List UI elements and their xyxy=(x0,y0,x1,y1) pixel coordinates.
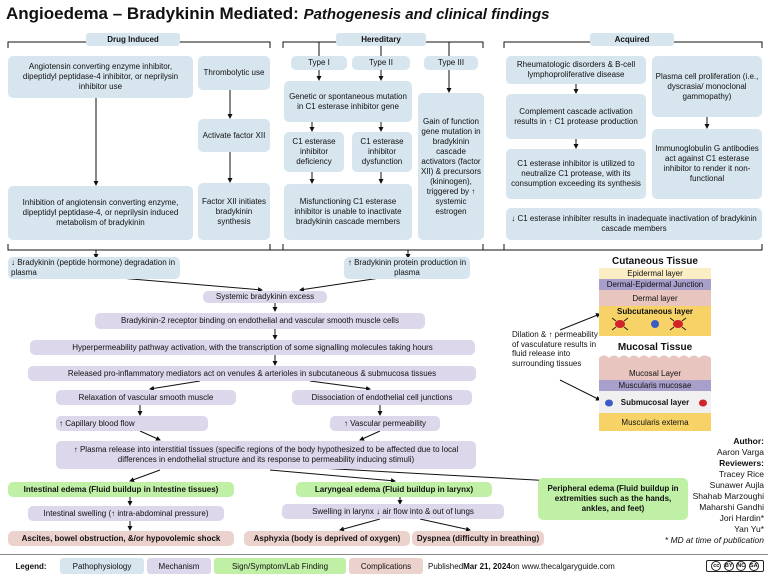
dissociation-box: Dissociation of endothelial cell junctio… xyxy=(292,390,472,405)
intestinal-swelling-box: Intestinal swelling (↑ intra-abdominal p… xyxy=(28,506,224,521)
submucosal-vessels-icon xyxy=(605,399,707,407)
asphyxia-box: Asphyxia (body is deprived of oxygen) xyxy=(244,531,410,546)
dilation-label: Dilation & ↑ permeability of vasculature… xyxy=(512,330,598,368)
legend-sign-symptom: Sign/Symptom/Lab Finding xyxy=(214,558,346,574)
systemic-bradykinin-box: Systemic bradykinin excess xyxy=(203,291,327,303)
type-i-box: Type I xyxy=(291,56,347,70)
plasma-release-box: ↑ Plasma release into interstitial tissu… xyxy=(56,441,476,469)
igg-antibodies-box: Immunoglobulin G antibodies act against … xyxy=(652,129,762,199)
reviewer: Jori Hardin* xyxy=(719,513,764,523)
vascular-permeability-box: ↑ Vascular permeability xyxy=(330,416,440,431)
cutaneous-tissue-title: Cutaneous Tissue xyxy=(612,256,698,267)
bradykinin-receptor-box: Bradykinin-2 receptor binding on endothe… xyxy=(95,313,425,329)
submucosal-layer: Submucosal layer xyxy=(599,391,711,413)
factor-xii-synthesis-box: Factor XII initiates bradykinin synthesi… xyxy=(198,183,270,240)
c1-utilized-box: C1 esterase inhibitor is utilized to neu… xyxy=(506,149,646,199)
muscularis-mucosae-layer: Muscularis mucosae xyxy=(599,380,711,391)
type-iii-box: Type III xyxy=(424,56,478,70)
epidermal-layer: Epidermal layer xyxy=(599,268,711,279)
subcutaneous-vessels-icon xyxy=(611,317,687,331)
rheumatologic-box: Rheumatologic disorders & B-cell lymphop… xyxy=(506,56,646,84)
reviewer: Maharshi Gandhi xyxy=(699,502,764,512)
legend-pathophysiology: Pathophysiology xyxy=(60,558,144,574)
relaxation-box: Relaxation of vascular smooth muscle xyxy=(56,390,236,405)
gain-of-function-box: Gain of function gene mutation in bradyk… xyxy=(418,93,484,240)
decrease-bradykinin-degradation-box: ↓ Bradykinin (peptide hormone) degradati… xyxy=(8,257,180,279)
ace-inhibitor-use-box: Angiotensin converting enzyme inhibitor,… xyxy=(8,56,193,98)
legend-label: Legend: xyxy=(15,561,47,571)
legend-complications: Complications xyxy=(349,558,423,574)
page-title: Angioedema – Bradykinin Mediated: Pathog… xyxy=(6,4,550,23)
muscularis-externa-layer: Muscularis externa xyxy=(599,413,711,431)
credits: Author: Aaron Varga Reviewers: Tracey Ri… xyxy=(640,436,764,546)
mucosal-villi-icon xyxy=(599,355,711,366)
increase-bradykinin-production-box: ↑ Bradykinin protein production in plasm… xyxy=(344,257,470,279)
mucosal-layer: Mucosal Layer xyxy=(599,366,711,380)
c1-deficiency-box: C1 esterase inhibitor deficiency xyxy=(284,132,344,172)
activate-factor-xii-box: Activate factor XII xyxy=(198,119,270,152)
dyspnea-box: Dyspnea (difficulty in breathing) xyxy=(412,531,544,546)
legend-mechanism: Mechanism xyxy=(147,558,211,574)
complement-cascade-box: Complement cascade activation results in… xyxy=(506,94,646,139)
legend-divider xyxy=(0,554,768,555)
inhibition-metabolism-box: Inhibition of angiotensin converting enz… xyxy=(8,186,193,240)
type-ii-box: Type II xyxy=(352,56,410,70)
dermal-epidermal-junction: Dermal-Epidermal Junction xyxy=(599,279,711,290)
intestinal-edema-box: Intestinal edema (Fluid buildup in Intes… xyxy=(8,482,234,497)
genetic-mutation-box: Genetic or spontaneous mutation in C1 es… xyxy=(284,81,412,122)
header-acquired: Acquired xyxy=(590,33,674,46)
plasma-cell-box: Plasma cell proliferation (i.e., dyscras… xyxy=(652,56,762,117)
laryngeal-edema-box: Laryngeal edema (Fluid buildup in larynx… xyxy=(296,482,492,497)
capillary-flow-box: ↑ Capillary blood flow xyxy=(56,416,208,431)
ascites-box: Ascites, bowel obstruction, &/or hypovol… xyxy=(8,531,234,546)
dermal-layer: Dermal layer xyxy=(599,290,711,306)
c1-inadequate-box: ↓ C1 esterase inhibiter results in inade… xyxy=(506,208,762,240)
header-hereditary: Hereditary xyxy=(336,33,426,46)
c1-dysfunction-box: C1 esterase inhibitor dysfunction xyxy=(352,132,412,172)
mucosal-tissue-title: Mucosal Tissue xyxy=(617,342,693,353)
pro-inflammatory-box: Released pro-inflammatory mediators act … xyxy=(28,366,476,381)
reviewer: Tracey Rice xyxy=(718,469,764,479)
thrombolytic-use-box: Thrombolytic use xyxy=(198,56,270,90)
reviewer: Sunawer Aujla xyxy=(709,480,764,490)
hyperpermeability-box: Hyperpermeability pathway activation, wi… xyxy=(30,340,475,355)
header-drug-induced: Drug Induced xyxy=(86,33,180,46)
peripheral-edema-box: Peripheral edema (Fluid buildup in extre… xyxy=(538,478,688,520)
reviewer: Shahab Marzoughi xyxy=(692,491,764,501)
misfunctioning-c1-box: Misfunctioning C1 esterase inhibitor is … xyxy=(284,184,412,240)
published-note: Published Mar 21, 2024 on www.thecalgary… xyxy=(428,561,615,571)
reviewer: Yan Yu* xyxy=(734,524,764,534)
swelling-larynx-box: Swelling in larynx ↓ air flow into & out… xyxy=(282,504,504,519)
